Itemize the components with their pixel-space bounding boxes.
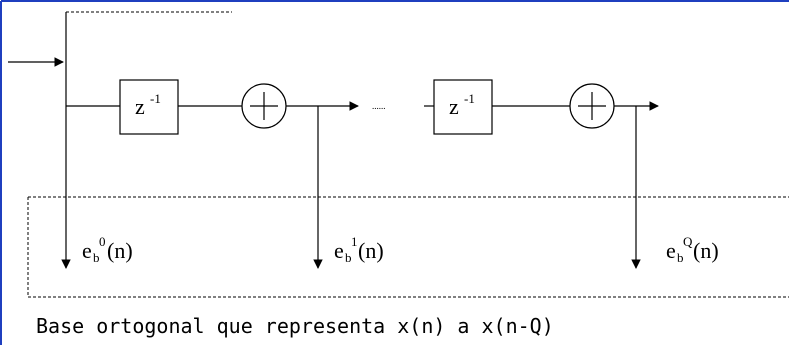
caption: Base ortogonal que representa x(n) a x(n… [36, 314, 554, 338]
delay-exp-1: -1 [150, 91, 161, 106]
svg-text:(n): (n) [107, 238, 133, 263]
svg-text:(n): (n) [693, 238, 719, 263]
svg-text:(n): (n) [358, 238, 384, 263]
ellipsis: ...... [372, 101, 386, 111]
svg-text:e: e [334, 238, 344, 263]
delay-label-1: z [135, 94, 145, 119]
svg-text:Q: Q [683, 234, 693, 249]
svg-text:b: b [677, 250, 684, 265]
output-label-0: e b 0 (n) [82, 234, 133, 265]
output-label-1: e b 1 (n) [334, 234, 384, 265]
svg-text:b: b [93, 250, 100, 265]
adder-1 [241, 83, 287, 129]
svg-text:e: e [82, 238, 92, 263]
delay-block-1 [119, 79, 179, 135]
delay-label-2: z [449, 94, 459, 119]
adder-2 [569, 83, 615, 129]
delay-block-2 [433, 79, 493, 135]
basis-dashed-box [27, 196, 789, 298]
svg-text:0: 0 [99, 234, 106, 249]
svg-text:b: b [345, 250, 352, 265]
output-label-Q: e b Q (n) [666, 234, 719, 265]
svg-text:1: 1 [351, 234, 358, 249]
svg-text:e: e [666, 238, 676, 263]
delay-exp-2: -1 [464, 91, 475, 106]
